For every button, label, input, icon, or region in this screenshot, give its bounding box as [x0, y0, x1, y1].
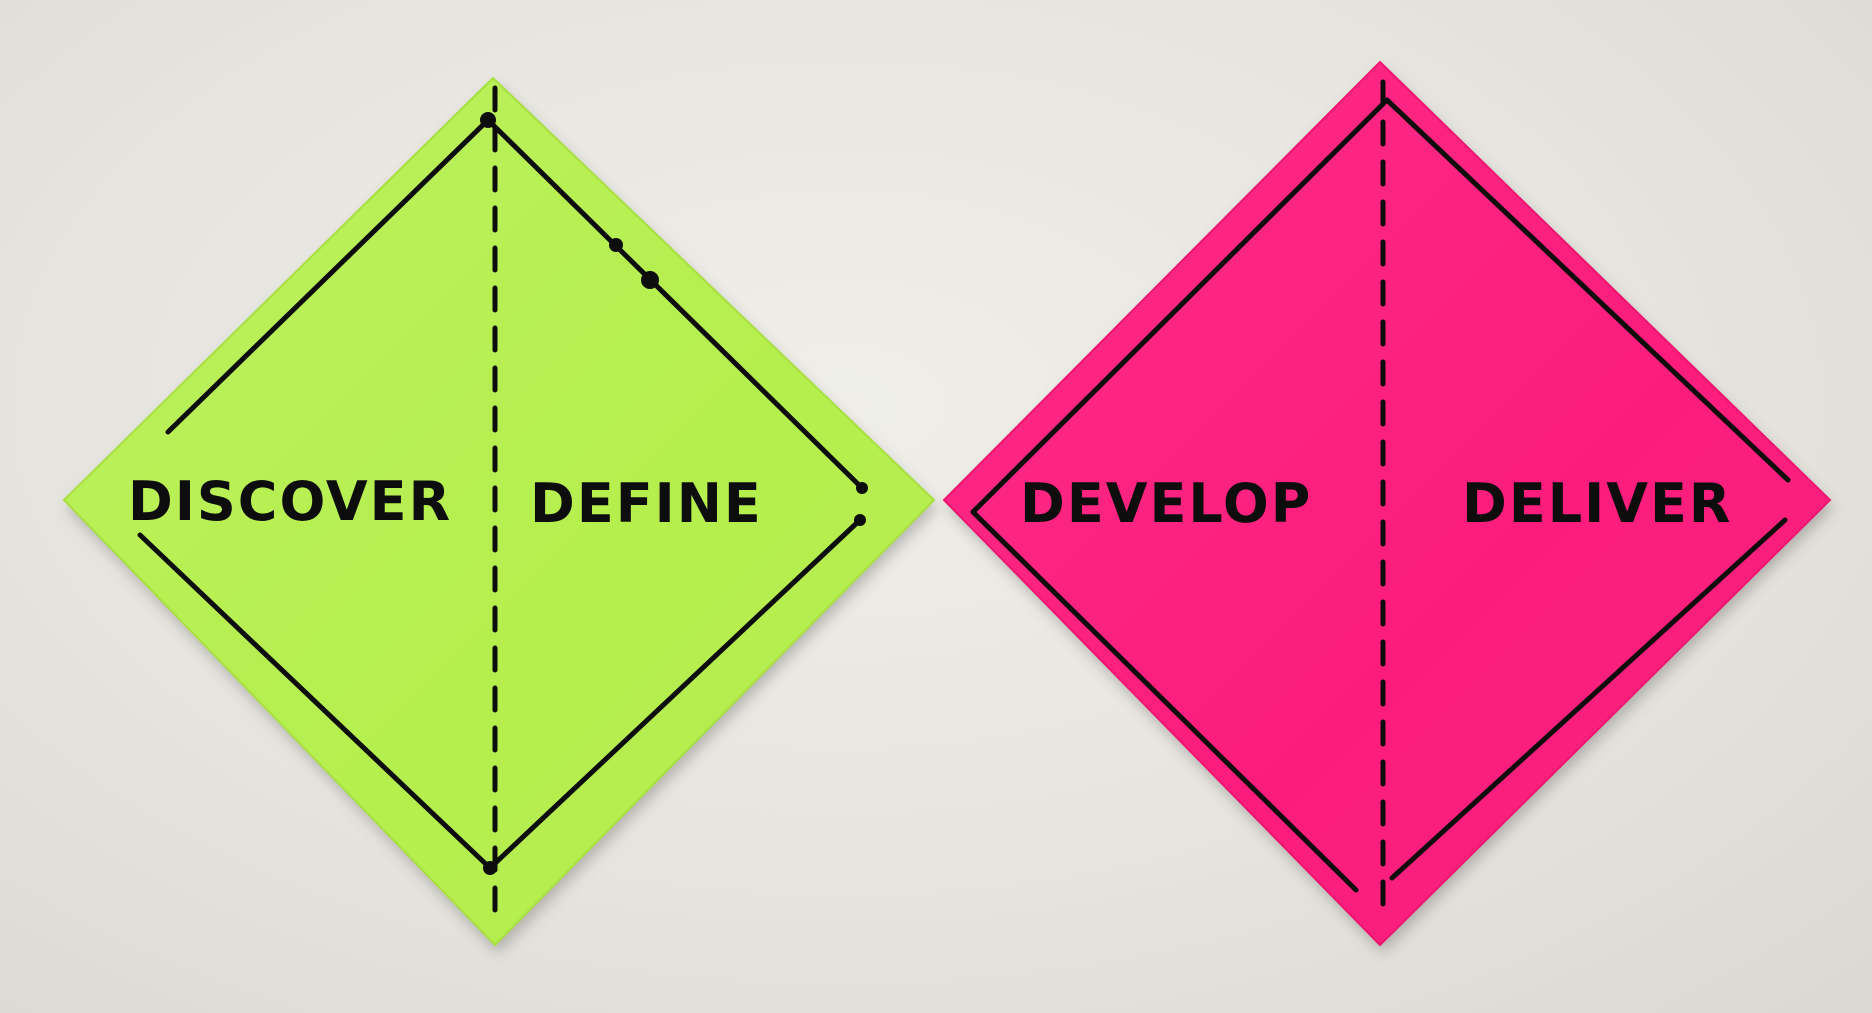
pink-diamond-outline — [970, 97, 1791, 893]
define-label: DEFINE — [530, 472, 763, 535]
deliver-label: DELIVER — [1462, 472, 1732, 535]
green-ink-dots — [480, 112, 868, 875]
pink-sticky-note: DEVELOP DELIVER — [942, 60, 1832, 947]
discover-label: DISCOVER — [128, 470, 452, 533]
green-note-edge — [62, 76, 936, 947]
green-sticky-note: DISCOVER DEFINE — [62, 76, 936, 947]
green-note-sheen — [64, 78, 934, 945]
pink-note-edge — [942, 60, 1832, 947]
pink-note-sheen — [944, 62, 1830, 945]
develop-label: DEVELOP — [1020, 472, 1312, 535]
